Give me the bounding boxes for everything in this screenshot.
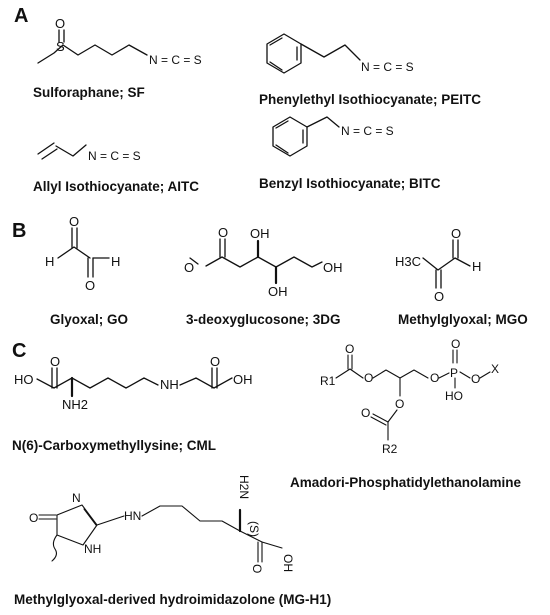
atom-n: N <box>72 491 81 505</box>
atom-o: O <box>69 214 79 229</box>
atom-o: O <box>451 226 461 241</box>
amine-hn: HN <box>124 509 141 523</box>
hydroxyl: OH <box>323 260 343 275</box>
atom-h: H <box>45 254 54 269</box>
amino-group: NH2 <box>62 397 88 412</box>
caption-sulforaphane: Sulforaphane; SF <box>33 85 145 100</box>
glyoxal-structure: H O H O <box>45 214 120 293</box>
atom-p: P <box>450 366 458 380</box>
mgh1-structure: O N NH HN H2N (S) O OH <box>29 475 295 573</box>
hydroxyl: HO <box>445 389 463 403</box>
hydroxyl: HO <box>14 372 34 387</box>
atom-h: H <box>111 254 120 269</box>
amino-group: H2N <box>237 475 251 499</box>
atom-o: O <box>85 278 95 293</box>
sulforaphane-structure: O S N = C = S <box>37 16 202 67</box>
isothiocyanate-group: N = C = S <box>341 124 394 138</box>
atom-o: O <box>184 260 194 275</box>
caption-aitc: Allyl Isothiocyanate; AITC <box>33 179 199 194</box>
atom-o: O <box>361 406 370 420</box>
atom-o: O <box>395 397 404 411</box>
methyl-group: H3C <box>395 254 421 269</box>
section-label-a: A <box>14 5 28 27</box>
hydroxyl: OH <box>268 284 288 299</box>
atom-o: O <box>471 372 480 386</box>
isothiocyanate-group: N = C = S <box>88 149 141 163</box>
atom-s: S <box>56 39 65 54</box>
hydroxyl: OH <box>281 554 295 572</box>
deoxyglucosone-structure: O O OH OH OH <box>184 225 343 299</box>
aitc-structure: N = C = S <box>37 142 141 163</box>
atom-o: O <box>345 342 354 356</box>
atom-o: O <box>218 225 228 240</box>
stereo-label: (S) <box>247 521 261 537</box>
methylglyoxal-structure: H3C O O H <box>395 226 481 304</box>
isothiocyanate-group: N = C = S <box>149 53 202 67</box>
caption-bitc: Benzyl Isothiocyanate; BITC <box>259 176 441 191</box>
peitc-structure: N = C = S <box>266 33 414 74</box>
caption-mgh1: Methylglyoxal-derived hydroimidazolone (… <box>14 592 331 607</box>
r1-group: R1 <box>320 374 336 388</box>
bitc-structure: N = C = S <box>272 116 394 157</box>
amine-nh: NH <box>160 377 179 392</box>
section-label-c: C <box>12 340 26 362</box>
atom-o: O <box>55 16 65 31</box>
caption-amadori-pe: Amadori-Phosphatidylethanolamine <box>290 475 522 490</box>
atom-h: H <box>472 259 481 274</box>
hydroxyl: OH <box>250 226 270 241</box>
amadori-pe-structure: R1 O O O O R2 O P O HO O X <box>320 337 499 456</box>
atom-o: O <box>210 354 220 369</box>
caption-cml: N(6)-Carboxymethyllysine; CML <box>12 438 216 453</box>
atom-o: O <box>29 511 38 525</box>
hydroxyl: OH <box>233 372 253 387</box>
caption-peitc: Phenylethyl Isothiocyanate; PEITC <box>259 92 481 107</box>
caption-deoxyglucosone: 3-deoxyglucosone; 3DG <box>186 312 341 327</box>
section-label-b: B <box>12 220 26 242</box>
r2-group: R2 <box>382 442 398 456</box>
x-group: X <box>491 362 499 376</box>
isothiocyanate-group: N = C = S <box>361 60 414 74</box>
atom-o: O <box>451 337 460 351</box>
atom-o: O <box>434 289 444 304</box>
atom-o: O <box>250 564 264 573</box>
atom-o: O <box>50 354 60 369</box>
caption-methylglyoxal: Methylglyoxal; MGO <box>398 312 528 327</box>
cml-structure: HO O NH2 NH O OH <box>14 354 253 412</box>
caption-glyoxal: Glyoxal; GO <box>50 312 128 327</box>
atom-o: O <box>364 371 373 385</box>
ring-nh: NH <box>84 542 101 556</box>
atom-o: O <box>430 371 439 385</box>
